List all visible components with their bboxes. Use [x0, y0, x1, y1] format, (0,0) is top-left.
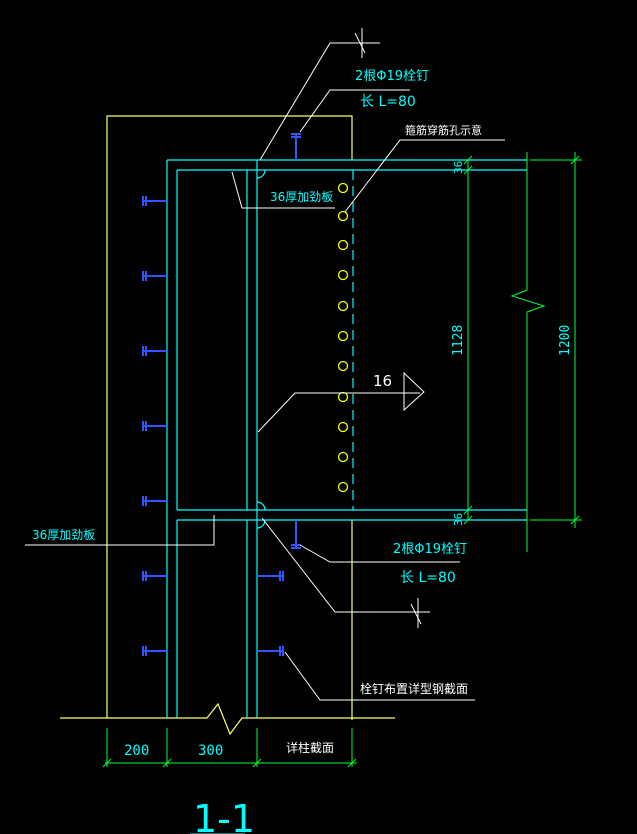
- stud-bottom-flange: [291, 520, 301, 549]
- stud-left: [142, 271, 167, 281]
- stud-top-flange: [291, 133, 301, 160]
- stud-left: [142, 646, 167, 656]
- stud-layout-note: 栓钉布置详型钢截面: [360, 681, 468, 696]
- rebar-hole: [337, 300, 349, 312]
- dim-width-left: 200: [124, 743, 149, 759]
- rebar-hole: [337, 360, 349, 372]
- stud-top-line1: 2根Φ19栓钉: [355, 69, 429, 84]
- column-outline: [60, 115, 395, 736]
- rebar-hole: [337, 239, 349, 251]
- rebar-hole: [337, 391, 349, 403]
- stud-left: [142, 196, 167, 206]
- stud-left: [142, 421, 167, 431]
- steel-section: [166, 159, 527, 718]
- stud-bottom-line1: 2根Φ19栓钉: [393, 542, 467, 557]
- stiffener-left-label: 36厚加劲板: [32, 528, 95, 542]
- rebar-hole-note: 箍筋穿筋孔示意: [405, 123, 482, 137]
- stud-left: [142, 346, 167, 356]
- rebar-hole: [337, 330, 349, 342]
- rebar-hole: [337, 451, 349, 463]
- dim-width-middle: 300: [198, 743, 223, 759]
- section-label: 1-1: [193, 797, 255, 834]
- rebar-hole: [337, 421, 349, 433]
- stud-right: [257, 646, 284, 656]
- rebar-holes: [337, 182, 349, 493]
- dim-width-right: 详柱截面: [286, 740, 334, 755]
- stud-left: [142, 496, 167, 506]
- dimensions: [102, 152, 582, 768]
- rebar-hole: [337, 210, 349, 222]
- stud-right: [257, 571, 284, 581]
- stud-left: [142, 571, 167, 581]
- dim-total-height: 1200: [558, 325, 573, 356]
- rebar-hole: [337, 269, 349, 281]
- rebar-hole: [337, 182, 349, 194]
- stiffener-top-label: 36厚加劲板: [270, 190, 333, 204]
- dimension-labels: 36 36 1128 1200 200 300 详柱截面: [124, 161, 573, 759]
- dim-plate-bottom: 36: [452, 513, 465, 526]
- dim-plate-top: 36: [452, 161, 465, 174]
- labels: 2根Φ19栓钉 长 L=80 箍筋穿筋孔示意 36厚加劲板 16 36厚加劲板 …: [32, 69, 482, 696]
- stud-bottom-line2: 长 L=80: [400, 570, 456, 586]
- rebar-hole: [337, 481, 349, 493]
- weld-size-label: 16: [373, 372, 392, 390]
- shear-studs: [142, 133, 301, 656]
- stud-top-line2: 长 L=80: [360, 94, 416, 110]
- dim-inner-height: 1128: [451, 325, 466, 356]
- leader-lines: [25, 28, 505, 701]
